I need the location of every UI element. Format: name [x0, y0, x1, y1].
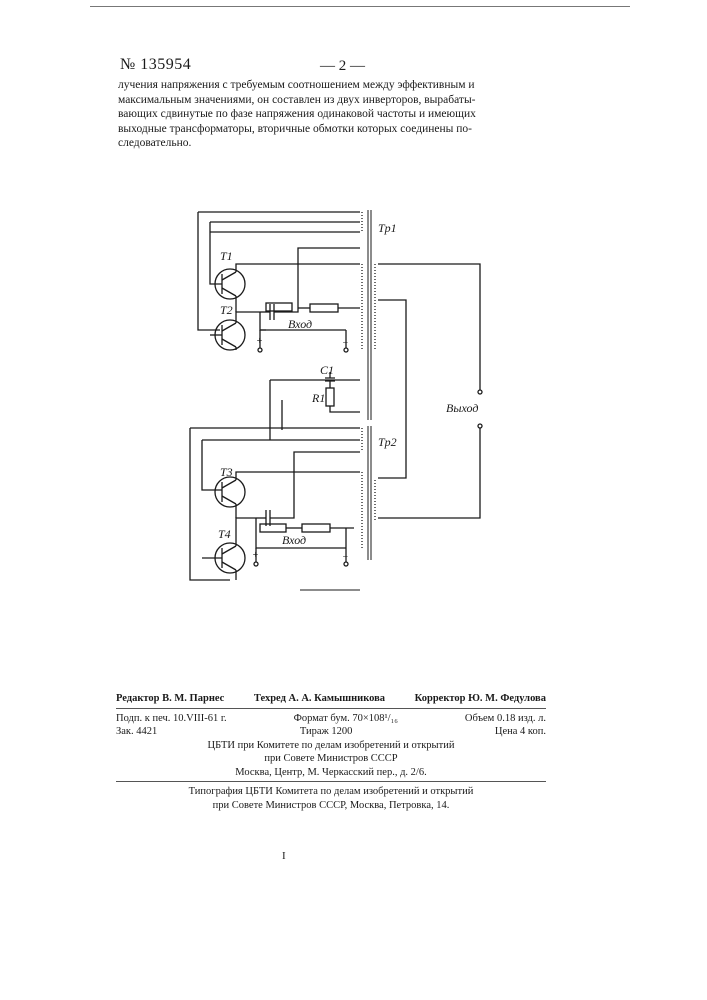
printer-line-2: при Совете Министров СССР, Москва, Петро… [116, 799, 546, 813]
label-tp2: Tp2 [378, 435, 397, 449]
label-t1: T1 [220, 249, 233, 263]
circulation: Тираж 1200 [300, 725, 353, 739]
corrector: Корректор Ю. М. Федулова [415, 692, 546, 706]
label-t4: T4 [218, 527, 231, 541]
label-minus-bottom: − [342, 552, 349, 563]
paper-format: Формат бум. 70×108¹/₁₆ [294, 712, 398, 726]
rail-wire [198, 212, 220, 330]
credits-divider [116, 708, 546, 709]
credits-block: Редактор В. М. Парнес Техред А. А. Камыш… [116, 692, 546, 812]
credits-staff-row: Редактор В. М. Парнес Техред А. А. Камыш… [116, 692, 546, 706]
footer-mark: I [282, 850, 286, 862]
body-line: максимальным значениями, он составлен из… [118, 93, 548, 108]
tech-editor: Техред А. А. Камышникова [254, 692, 385, 706]
publisher-line-3: Москва, Центр, М. Черкасский пер., д. 2/… [116, 766, 546, 780]
publisher-line-2: при Совете Министров СССР [116, 752, 546, 766]
body-line: вающих сдвинутые по фазе напряжения один… [118, 107, 548, 122]
credits-print-row: Подп. к печ. 10.VIII-61 г. Формат бум. 7… [116, 712, 546, 726]
order-number: Зак. 4421 [116, 725, 157, 739]
label-plus-bottom: + [252, 550, 259, 561]
body-line: следовательно. [118, 136, 548, 151]
label-output: Выход [446, 401, 478, 415]
label-input-top: Вход [288, 317, 312, 331]
label-plus-top: + [256, 336, 263, 347]
credits-order-row: Зак. 4421 Тираж 1200 Цена 4 коп. [116, 725, 546, 739]
credits-divider-2 [116, 781, 546, 782]
publisher-line-1: ЦБТИ при Комитете по делам изобретений и… [116, 739, 546, 753]
patent-number: № 135954 [120, 56, 191, 74]
body-line: выходные трансформаторы, вторичные обмот… [118, 122, 548, 137]
printer-line-1: Типография ЦБТИ Комитета по делам изобре… [116, 785, 546, 799]
label-t3: T3 [220, 465, 233, 479]
top-rule [90, 6, 630, 7]
label-input-bottom: Вход [282, 533, 306, 547]
circuit-schematic: Tp1 T1 T2 Вход + − C1 R1 Выход Tp2 T3 T4… [170, 200, 510, 600]
label-r1: R1 [311, 391, 325, 405]
transistor-t3 [215, 477, 245, 507]
signed-date: Подп. к печ. 10.VIII-61 г. [116, 712, 227, 726]
body-line: лучения напряжения с требуемым соотношен… [118, 78, 548, 93]
label-t2: T2 [220, 303, 233, 317]
body-text: лучения напряжения с требуемым соотношен… [118, 78, 548, 151]
page-number: — 2 — [320, 58, 365, 75]
label-tp1: Tp1 [378, 221, 397, 235]
label-minus-top: − [342, 338, 349, 349]
label-c1: C1 [320, 363, 334, 377]
volume: Объем 0.18 изд. л. [465, 712, 546, 726]
price: Цена 4 коп. [495, 725, 546, 739]
editor: Редактор В. М. Парнес [116, 692, 224, 706]
